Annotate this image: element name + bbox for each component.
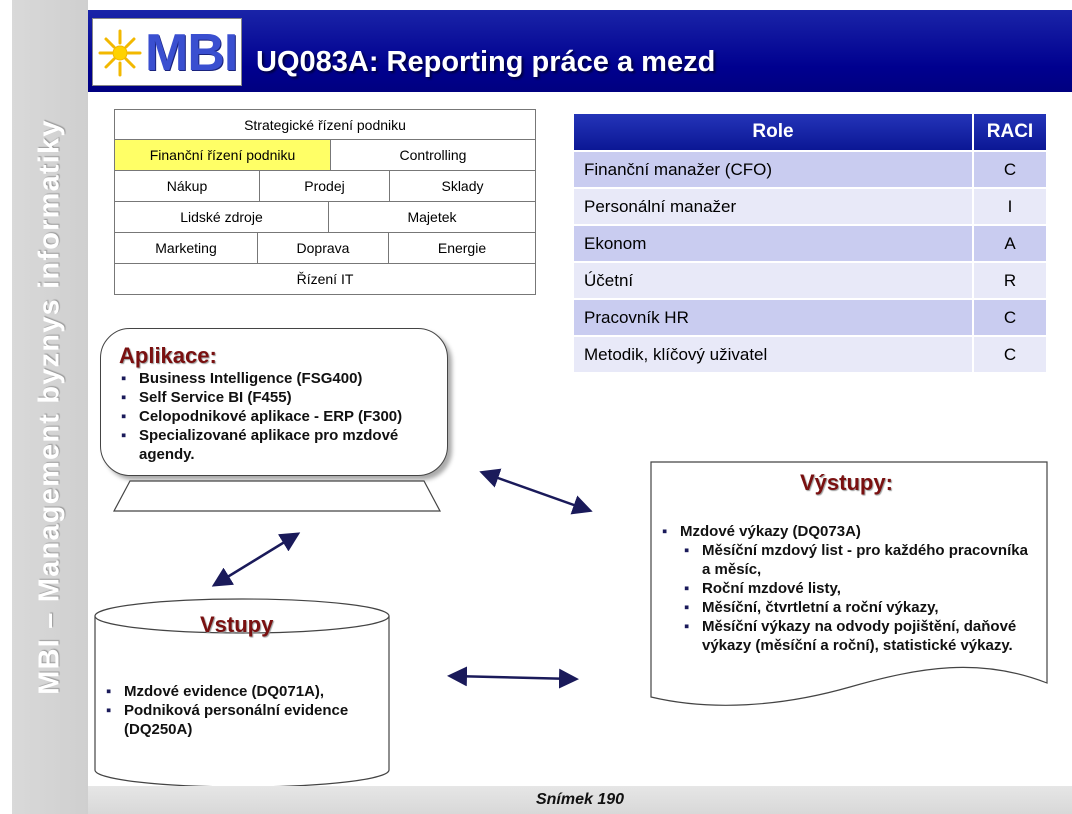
- raci-cell: C: [972, 335, 1048, 374]
- slide-header: MBI UQ083A: Reporting práce a mezd: [88, 10, 1072, 92]
- slide-number: Snímek 190: [535, 791, 625, 808]
- grid-cell: Strategické řízení podniku: [114, 109, 536, 140]
- grid-row: Řízení IT: [114, 264, 536, 295]
- list-item: Mzdové evidence (DQ071A),: [104, 682, 384, 701]
- list-item: Business Intelligence (FSG400): [119, 369, 429, 388]
- arrow-app-output: [479, 468, 593, 515]
- applications-box: Aplikace: Business Intelligence (FSG400)…: [100, 328, 448, 476]
- raci-cell: A: [972, 224, 1048, 263]
- applications-list: Business Intelligence (FSG400) Self Serv…: [119, 369, 429, 464]
- slide-footer: Snímek 190: [88, 786, 1072, 814]
- outputs-list: Mzdové výkazy (DQ073A): [660, 522, 1040, 541]
- grid-row: Finanční řízení podniku Controlling: [114, 140, 536, 171]
- list-item: Měsíční mzdový list - pro každého pracov…: [682, 541, 1040, 579]
- grid-cell-highlighted: Finanční řízení podniku: [114, 140, 331, 171]
- role-header: Role: [572, 112, 974, 152]
- grid-cell: Nákup: [114, 171, 260, 202]
- top-strip: [88, 0, 1072, 10]
- company-function-grid: Strategické řízení podniku Finanční říze…: [114, 109, 536, 295]
- arrow-input-output: [447, 666, 579, 689]
- grid-row: Nákup Prodej Sklady: [114, 171, 536, 202]
- list-item: Celopodnikové aplikace - ERP (F300): [119, 407, 429, 426]
- logo-text: MBI: [145, 24, 238, 82]
- raci-cell: C: [972, 298, 1048, 337]
- grid-cell: Sklady: [390, 171, 536, 202]
- mbi-logo: MBI: [92, 18, 242, 86]
- inputs-title: Vstupy: [200, 612, 274, 637]
- grid-cell: Controlling: [331, 140, 536, 171]
- grid-row: Strategické řízení podniku: [114, 109, 536, 140]
- grid-row: Lidské zdroje Majetek: [114, 202, 536, 233]
- list-item: Podniková personální evidence (DQ250A): [104, 701, 384, 739]
- table-row: Finanční manažer (CFO)C: [572, 150, 1048, 189]
- outputs-sublist: Měsíční mzdový list - pro každého pracov…: [660, 541, 1040, 655]
- list-item: Měsíční, čtvrtletní a roční výkazy,: [682, 598, 1040, 617]
- outputs-title: Výstupy:: [800, 470, 893, 495]
- list-item: Roční mzdové listy,: [682, 579, 1040, 598]
- arrow-app-input: [211, 532, 301, 587]
- raci-cell: C: [972, 150, 1048, 189]
- grid-cell: Marketing: [114, 233, 258, 264]
- grid-cell: Energie: [389, 233, 536, 264]
- raci-header-row: Role RACI: [572, 112, 1048, 152]
- grid-cell: Majetek: [329, 202, 536, 233]
- list-item: Specializované aplikace pro mzdové agend…: [119, 426, 429, 464]
- raci-cell: I: [972, 187, 1048, 226]
- grid-cell: Lidské zdroje: [114, 202, 329, 233]
- raci-header: RACI: [972, 112, 1048, 152]
- sidebar: MBI – Management byznys informatiky: [12, 0, 88, 814]
- inputs-list: Mzdové evidence (DQ071A), Podniková pers…: [104, 682, 384, 739]
- monitor-stand: [113, 480, 441, 512]
- role-cell: Ekonom: [572, 224, 974, 263]
- list-item: Mzdové výkazy (DQ073A): [660, 522, 1040, 541]
- slide-title: UQ083A: Reporting práce a mezd: [256, 46, 716, 78]
- grid-cell: Doprava: [258, 233, 389, 264]
- role-cell: Finanční manažer (CFO): [572, 150, 974, 189]
- outputs-content: Mzdové výkazy (DQ073A) Měsíční mzdový li…: [660, 522, 1040, 655]
- role-cell: Pracovník HR: [572, 298, 974, 337]
- raci-cell: R: [972, 261, 1048, 300]
- applications-title: Aplikace:: [119, 343, 217, 368]
- sun-icon: [98, 29, 142, 77]
- inputs-content: Mzdové evidence (DQ071A), Podniková pers…: [104, 682, 384, 739]
- grid-row: Marketing Doprava Energie: [114, 233, 536, 264]
- list-item: Měsíční výkazy na odvody pojištění, daňo…: [682, 617, 1040, 655]
- list-item: Self Service BI (F455): [119, 388, 429, 407]
- raci-table: Role RACI Finanční manažer (CFO)C Person…: [572, 112, 1048, 374]
- role-cell: Personální manažer: [572, 187, 974, 226]
- sidebar-text: MBI – Management byznys informatiky: [33, 119, 66, 695]
- role-cell: Metodik, klíčový uživatel: [572, 335, 974, 374]
- role-cell: Účetní: [572, 261, 974, 300]
- grid-cell: Řízení IT: [114, 264, 536, 295]
- grid-cell: Prodej: [260, 171, 390, 202]
